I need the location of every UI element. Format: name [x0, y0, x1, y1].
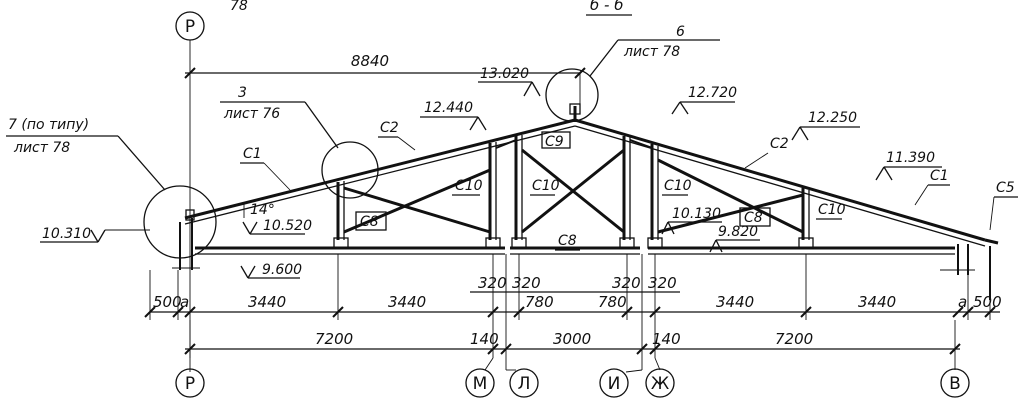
member-labels: С1 С2 С2 С1 С5 С9 С8 С8 С8 С10 С10 С10 С…	[240, 120, 1018, 251]
svg-text:8840: 8840	[351, 52, 389, 70]
axis-bubble-zh: Ж	[645, 357, 675, 398]
elevation-12720: 12.720	[671, 85, 737, 115]
svg-text:С10: С10	[532, 178, 560, 194]
axis-bubble-top-left: Р	[175, 11, 205, 41]
svg-text:С10: С10	[455, 178, 483, 194]
svg-text:780: 780	[525, 293, 554, 311]
svg-text:Ж: Ж	[651, 374, 669, 394]
svg-text:7 (по типу): 7 (по типу)	[8, 117, 89, 133]
svg-text:лист 78: лист 78	[13, 140, 70, 156]
svg-text:3440: 3440	[716, 293, 754, 311]
svg-text:С9: С9	[545, 134, 564, 150]
callout-node7: 7 (по типу) лист 78	[6, 117, 166, 191]
svg-text:С2: С2	[380, 120, 399, 136]
elevation-10130: 10.130	[661, 206, 722, 235]
axis-bubble-m: М	[465, 357, 495, 398]
svg-text:12.250: 12.250	[808, 110, 857, 126]
svg-text:11.390: 11.390	[886, 150, 935, 166]
svg-text:14°: 14°	[250, 202, 275, 218]
svg-text:С8: С8	[744, 210, 763, 226]
elevation-10520: 10.520	[242, 218, 312, 235]
svg-text:10.520: 10.520	[263, 218, 312, 234]
roof-angle: 14°	[243, 202, 275, 218]
svg-text:В: В	[949, 374, 961, 394]
svg-text:780: 780	[598, 293, 627, 311]
post-bases	[333, 237, 814, 249]
svg-text:12.440: 12.440	[424, 100, 473, 116]
svg-text:13.020: 13.020	[480, 66, 529, 82]
top-chord	[184, 118, 999, 247]
svg-text:И: И	[608, 374, 621, 394]
svg-text:a: a	[958, 293, 967, 311]
svg-text:320: 320	[512, 274, 541, 292]
svg-text:140: 140	[652, 330, 681, 348]
axis-bubble-v: В	[940, 368, 970, 398]
detail-circle-node3	[321, 141, 379, 199]
elevation-12250: 12.250	[791, 110, 860, 141]
svg-text:М: М	[473, 374, 488, 394]
svg-text:320: 320	[648, 274, 677, 292]
truss-diagonals	[343, 139, 804, 234]
elevation-13020: 13.020	[478, 66, 541, 97]
elevation-12440: 12.440	[420, 100, 487, 131]
svg-text:7200: 7200	[315, 330, 353, 348]
svg-text:6: 6	[676, 24, 685, 40]
elevation-10310: 10.310	[40, 226, 150, 243]
svg-text:С1: С1	[243, 146, 262, 162]
svg-text:500: 500	[153, 293, 182, 311]
svg-text:12.720: 12.720	[688, 85, 737, 101]
svg-text:10.310: 10.310	[42, 226, 91, 242]
svg-text:Р: Р	[185, 17, 195, 37]
svg-text:С8: С8	[558, 233, 577, 249]
svg-text:9.820: 9.820	[718, 224, 758, 240]
header-fragment: 78	[230, 0, 248, 14]
svg-text:7200: 7200	[775, 330, 813, 348]
truss-verticals	[336, 135, 810, 240]
svg-text:3000: 3000	[553, 330, 591, 348]
dimension-8840: 8840	[184, 52, 586, 110]
svg-text:С2: С2	[770, 136, 789, 152]
callout-node6: 6 лист 78	[589, 24, 720, 77]
svg-text:3440: 3440	[248, 293, 286, 311]
svg-text:Р: Р	[185, 374, 195, 394]
end-supports	[172, 209, 991, 300]
svg-text:320: 320	[478, 274, 507, 292]
svg-text:Л: Л	[518, 374, 531, 394]
axis-bubble-bottom-p: Р	[175, 368, 205, 398]
svg-text:10.130: 10.130	[672, 206, 721, 222]
elevation-9820: 9.820	[709, 224, 760, 253]
svg-text:320: 320	[612, 274, 641, 292]
svg-text:3440: 3440	[858, 293, 896, 311]
svg-text:140: 140	[470, 330, 499, 348]
svg-text:500: 500	[973, 293, 1002, 311]
section-title: б - б	[590, 0, 623, 14]
svg-text:лист 76: лист 76	[223, 106, 280, 122]
ridge-post	[569, 103, 581, 122]
svg-text:С8: С8	[360, 214, 379, 230]
svg-text:С1: С1	[930, 168, 949, 184]
elevation-9600: 9.600	[240, 262, 302, 279]
elevation-11390: 11.390	[875, 150, 942, 181]
bottom-chord	[195, 246, 955, 255]
svg-text:3440: 3440	[388, 293, 426, 311]
svg-text:a: a	[180, 293, 189, 311]
axis-bubble-i: И	[599, 368, 643, 398]
svg-text:лист 78: лист 78	[623, 44, 680, 60]
svg-text:9.600: 9.600	[262, 262, 302, 278]
svg-text:3: 3	[238, 85, 247, 101]
detail-circle-node6	[545, 68, 599, 122]
detail-circle-node7	[143, 185, 217, 259]
svg-text:С5: С5	[996, 180, 1015, 196]
svg-text:С10: С10	[664, 178, 692, 194]
axis-bubble-l: Л	[506, 368, 539, 398]
dimension-row-2: 7200 140 3000 140 7200	[184, 298, 961, 370]
dimension-row-1: 500 a 3440 3440 320 320 780 780 320 320 …	[144, 254, 1002, 320]
svg-text:С10: С10	[818, 202, 846, 218]
callout-node3: 3 лист 76	[220, 85, 339, 149]
